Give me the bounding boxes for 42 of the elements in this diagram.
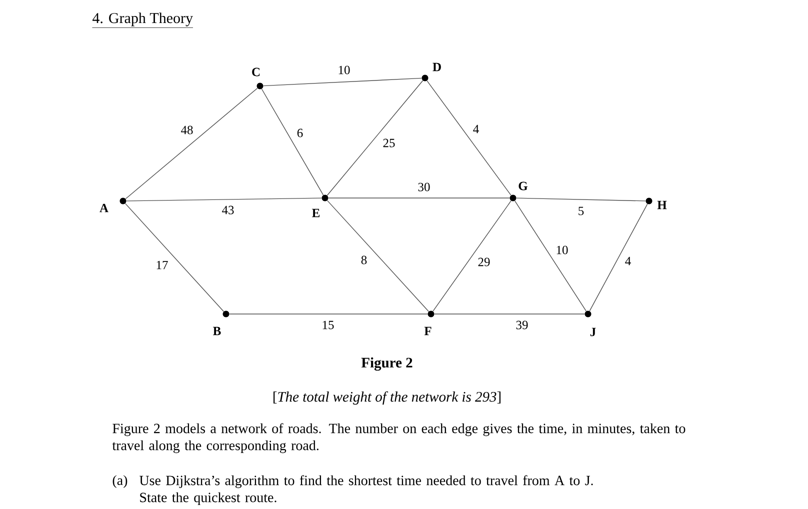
edge-line <box>126 198 322 202</box>
edge-line <box>261 88 324 196</box>
edge-line <box>263 78 422 86</box>
edge-weight: 39 <box>514 320 530 330</box>
edge-line <box>124 203 224 312</box>
vertex-label: C <box>252 68 260 76</box>
edge-line <box>326 80 424 196</box>
vertex-label: J <box>590 328 596 336</box>
vertex-label: D <box>432 62 441 72</box>
vertex-label: F <box>424 326 432 336</box>
edge-weight: 4 <box>624 256 632 266</box>
edge-line <box>516 198 646 202</box>
edge-weight: 4 <box>472 124 480 134</box>
edge-weight: 43 <box>220 204 236 216</box>
vertex-label: E <box>312 208 320 218</box>
edge-weight: 30 <box>416 182 432 192</box>
part-number: (a) <box>112 475 128 488</box>
edge-weight: 29 <box>476 256 492 268</box>
paragraph: Figure 2 models a network of roads. The number on each edge gives the time, in minutes, taken to travel along the corresponding road. <box>112 423 686 454</box>
note-text: [The total weight of the network is 293] <box>274 391 500 405</box>
edge-weight: 17 <box>154 260 170 270</box>
edge-weight: 15 <box>320 320 336 330</box>
edge-line <box>125 88 258 200</box>
edge-line <box>326 200 430 312</box>
edge-weight: 8 <box>360 254 368 266</box>
edge-line <box>514 200 586 312</box>
vertex-label: B <box>213 326 221 336</box>
edge-weight: 5 <box>576 206 586 216</box>
edge-line <box>589 204 648 312</box>
question-text: Use Dijkstra’s algorithm to find the shortest time needed to travel from A to J. State the quickest route. <box>140 475 593 506</box>
edge-weight: 25 <box>382 138 396 148</box>
edge-weight: 6 <box>296 128 304 138</box>
edge-line <box>432 200 512 312</box>
edge-weight: 48 <box>180 124 194 136</box>
edge-weight: 10 <box>336 64 352 76</box>
vertex-label: H <box>657 200 667 210</box>
title: 4. Graph Theory <box>92 12 194 28</box>
edge-weight: 10 <box>554 244 570 256</box>
edge-line <box>426 80 512 196</box>
vertex-label: G <box>518 182 528 190</box>
figure-caption: Figure 2 <box>361 357 412 371</box>
vertex-label: A <box>100 204 108 212</box>
